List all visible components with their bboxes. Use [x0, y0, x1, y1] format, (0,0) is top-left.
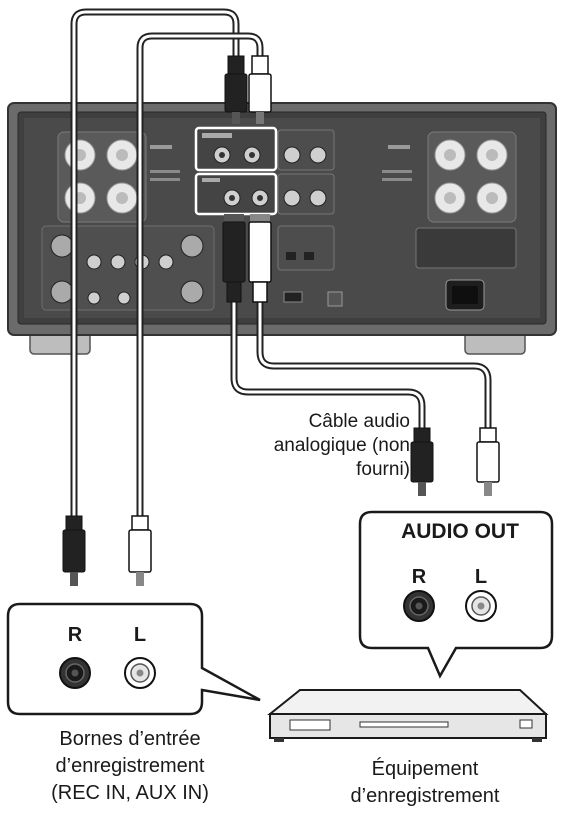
- rec-in-right-label: R: [67, 624, 83, 646]
- rca-jack-icon: [465, 590, 497, 622]
- rec-in-left-label: L: [133, 624, 147, 646]
- audio-out-title: AUDIO OUT: [401, 520, 519, 543]
- rca-plug-icon: [248, 55, 272, 124]
- rca-jack-icon: [124, 657, 156, 689]
- rec-caption-line-2: d’enregistrement: [55, 755, 205, 777]
- cable-caption: Câble audio analogique (non fourni): [240, 410, 410, 482]
- rca-plug-icon: [222, 214, 246, 303]
- recording-deck-icon: [267, 689, 549, 742]
- line-in-jacks: [194, 172, 278, 216]
- cable-caption-line-2: analogique (non: [273, 435, 410, 456]
- rec-caption-line-3: (REC IN, AUX IN): [51, 782, 209, 804]
- speaker-terminals-left: [57, 131, 147, 223]
- rca-plug-icon: [62, 515, 86, 586]
- cable-caption-line-1: Câble audio: [308, 411, 410, 432]
- amplifier-rear-panel-icon: [7, 102, 557, 355]
- audio-out-left-label: L: [474, 566, 488, 588]
- speaker-terminals-right: [427, 131, 517, 223]
- balanced-inputs: [41, 225, 215, 311]
- equip-caption-line-1: Équipement: [371, 758, 479, 780]
- cable-caption-line-3: fourni): [356, 459, 410, 480]
- ac-inlet: [445, 279, 485, 311]
- rca-plug-icon: [128, 515, 152, 586]
- cable-rec-out: [70, 8, 264, 534]
- rca-plug-icon: [224, 55, 248, 124]
- rec-out-jacks: [194, 126, 278, 172]
- recording-inputs-callout: [6, 602, 261, 716]
- audio-out-callout: [358, 510, 554, 679]
- equip-caption-line-2: d’enregistrement: [350, 785, 500, 807]
- rca-jack-icon: [403, 590, 435, 622]
- rca-plug-icon: [410, 427, 434, 496]
- rec-caption-line-1: Bornes d’entrée: [59, 728, 201, 750]
- recording-inputs-caption: Bornes d’entrée d’enregistrement (REC IN…: [15, 726, 245, 807]
- recording-equipment-caption: Équipement d’enregistrement: [300, 756, 550, 810]
- audio-out-right-label: R: [411, 566, 427, 588]
- rca-plug-icon: [476, 427, 500, 496]
- rca-plug-icon: [248, 214, 272, 303]
- cable-line-in: [230, 296, 492, 444]
- rca-jack-icon: [59, 657, 91, 689]
